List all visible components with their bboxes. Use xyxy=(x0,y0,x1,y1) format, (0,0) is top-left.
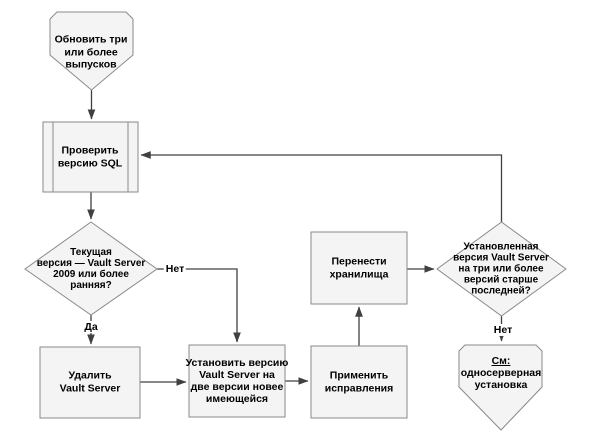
uninstall-process-shape xyxy=(39,346,141,419)
end-offpage-label: См: односерверная установка xyxy=(461,355,542,391)
installed-version-decision-diamond xyxy=(436,221,567,317)
install-label: Установить версию Vault Server на две ве… xyxy=(186,357,289,405)
checksql-label: Проверить версию SQL xyxy=(58,145,122,170)
edge-label-yes: Да xyxy=(82,321,100,333)
text-line: имеющейся xyxy=(205,393,269,405)
text-line: Установить версию xyxy=(185,357,289,369)
text-line: версию SQL xyxy=(57,157,123,169)
see-link-text[interactable]: См: xyxy=(491,355,511,367)
text-line: выпусков xyxy=(65,58,117,71)
version-decision-label: Текущая версия — Vault Server 2009 или б… xyxy=(37,247,146,291)
uninstall-label: Удалить Vault Server xyxy=(60,370,121,395)
text-line: Текущая xyxy=(70,247,112,258)
text-line: установка xyxy=(474,379,528,391)
connector-decision-no-to-install xyxy=(157,268,241,343)
text-line: Vault Server xyxy=(59,382,121,394)
checksql-predefined-process-shape xyxy=(42,121,139,193)
end-offpage-shape xyxy=(458,344,543,431)
start-offpage-label: Обновить три или более выпусков xyxy=(55,33,128,71)
text-line: две версии новее xyxy=(190,381,284,393)
text-line: односерверная xyxy=(460,367,542,379)
applyfixes-label: Применить исправления xyxy=(325,370,394,395)
text-line: Перенести xyxy=(331,255,387,268)
installed-version-decision-label: Установленная версия Vault Server на три… xyxy=(453,242,549,297)
install-process-shape xyxy=(188,344,286,418)
see-link[interactable]: См: xyxy=(461,355,542,367)
text-line: хранилища xyxy=(329,268,389,280)
text-line: ранняя? xyxy=(70,280,112,291)
text-line: Vault Server на xyxy=(199,369,275,381)
text-line: последней? xyxy=(471,285,531,297)
text-line: исправления xyxy=(324,382,394,394)
text-line: Обновить три xyxy=(54,33,128,46)
text-line: версия Vault Server xyxy=(453,252,549,264)
migrate-label: Перенести хранилища xyxy=(330,256,389,281)
edge-label-no-left: Нет xyxy=(163,263,187,275)
edge-label-no-right: Нет xyxy=(491,324,515,336)
text-line: на три или более xyxy=(458,263,544,275)
text-line: версия — Vault Server xyxy=(36,258,146,269)
text-line: 2009 или более xyxy=(53,269,129,280)
version-decision-diamond xyxy=(24,221,158,316)
text-line: Удалить xyxy=(68,369,112,382)
text-line: Применить xyxy=(329,369,389,382)
text-line: Проверить xyxy=(61,144,119,157)
start-offpage-shape xyxy=(49,11,134,91)
text-line: Установленная xyxy=(463,241,539,253)
connector-decision2-loop-to-checksql xyxy=(140,151,503,222)
text-line: или более xyxy=(64,45,118,58)
text-line: версий старше xyxy=(463,274,539,286)
applyfixes-process-shape xyxy=(310,345,408,419)
migrate-process-shape xyxy=(310,231,408,305)
